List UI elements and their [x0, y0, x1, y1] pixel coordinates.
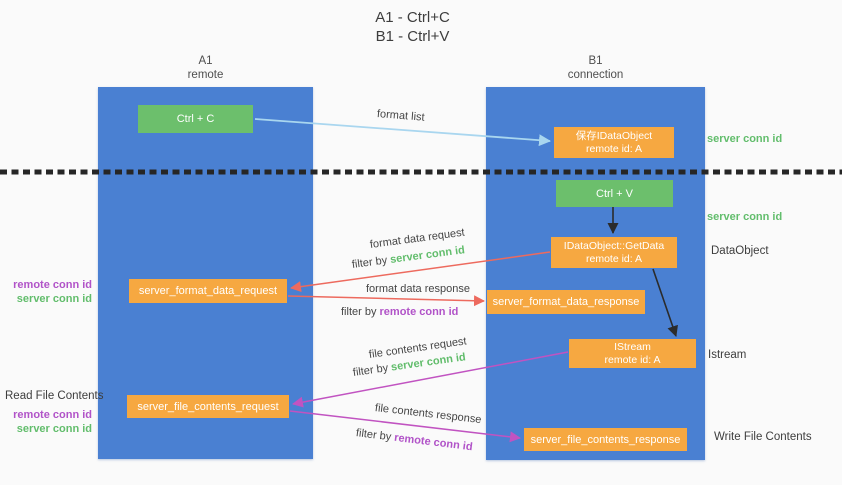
server-conn-id-annotation-2: server conn id — [16, 423, 92, 435]
save-idataobject-box: 保存IDataObject remote id: A — [554, 127, 674, 158]
file-contents-response-arrow — [289, 410, 521, 443]
column-a1-role: remote — [187, 69, 224, 81]
server-conn-id-annotation-1: server conn id — [16, 293, 92, 305]
column-a1-name: A1 — [198, 55, 213, 67]
istream-remote-id: remote id: A — [604, 353, 661, 366]
save-idataobject-title: 保存IDataObject — [575, 129, 653, 142]
server-format-data-response-label: server_format_data_response — [492, 296, 640, 308]
format-data-response-arrow — [287, 295, 485, 307]
ctrl-c-box: Ctrl + C — [138, 105, 253, 133]
istream-box: IStream remote id: A — [569, 339, 696, 368]
format-data-response-filter-label: filter by remote conn id — [341, 306, 458, 318]
server-format-data-response-box: server_format_data_response — [487, 290, 645, 314]
column-header-a1: A1 remote — [98, 54, 313, 82]
column-b1-name: B1 — [588, 55, 603, 67]
server-file-contents-response-box: server_file_contents_response — [524, 428, 687, 451]
left-conn-id-group-1: remote conn id server conn id — [6, 278, 92, 306]
remote-conn-id-annotation-1: remote conn id — [13, 279, 92, 291]
diagram-title: A1 - Ctrl+C B1 - Ctrl+V — [0, 8, 825, 46]
remote-conn-id-annotation-2: remote conn id — [13, 409, 92, 421]
server-file-contents-response-label: server_file_contents_response — [530, 433, 681, 446]
read-file-contents-annotation: Read File Contents — [5, 390, 104, 402]
format-data-response-label: format data response — [366, 283, 470, 295]
save-idataobject-remote-id: remote id: A — [585, 142, 643, 155]
server-format-data-request-label: server_format_data_request — [138, 285, 278, 297]
idataobject-getdata-box: IDataObject::GetData remote id: A — [551, 237, 677, 268]
column-b1-role: connection — [567, 69, 624, 81]
server-conn-id-annotation-mid: server conn id — [707, 211, 783, 223]
server-format-data-request-box: server_format_data_request — [129, 279, 287, 303]
column-header-b1: B1 connection — [486, 54, 705, 82]
istream-title: IStream — [614, 340, 651, 353]
idataobject-getdata-remote-id: remote id: A — [585, 252, 643, 265]
ctrl-v-box: Ctrl + V — [556, 180, 673, 207]
ctrl-v-label: Ctrl + V — [596, 187, 633, 200]
istream-annotation: Istream — [708, 349, 747, 361]
server-conn-id-annotation-top: server conn id — [707, 133, 783, 145]
remote-conn-id-key: remote conn id — [379, 306, 459, 318]
format-data-request-arrow — [290, 251, 551, 293]
dataobject-annotation: DataObject — [711, 245, 769, 257]
write-file-contents-annotation: Write File Contents — [714, 431, 812, 443]
idataobject-getdata-title: IDataObject::GetData — [563, 239, 665, 252]
title-line-2: B1 - Ctrl+V — [375, 28, 450, 45]
ctrl-c-label: Ctrl + C — [176, 113, 215, 125]
getdata-to-istream-arrow — [652, 268, 678, 337]
server-file-contents-request-label: server_file_contents_request — [137, 400, 279, 413]
format-list-arrow — [254, 118, 551, 147]
filter-by-text: filter by — [341, 306, 380, 318]
file-contents-request-arrow — [292, 351, 569, 408]
left-conn-id-group-2: remote conn id server conn id — [6, 408, 92, 436]
title-line-1: A1 - Ctrl+C — [375, 9, 450, 26]
server-file-contents-request-box: server_file_contents_request — [127, 395, 289, 418]
